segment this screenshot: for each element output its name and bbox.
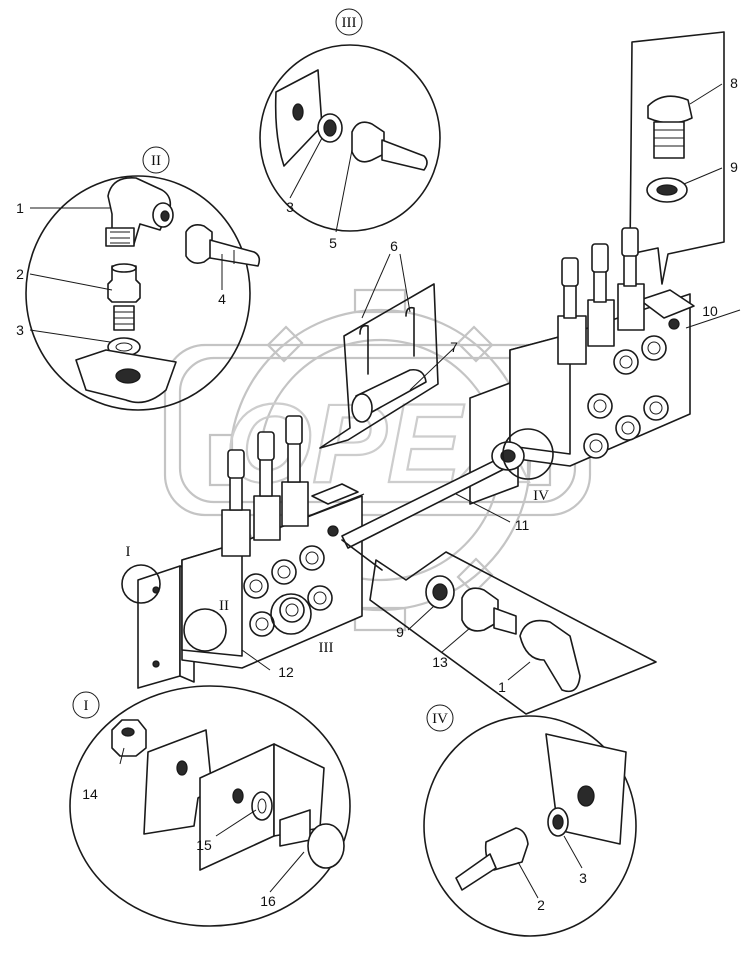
detail-callout-pins [319, 283, 439, 449]
plug-bolt [647, 95, 693, 124]
marker-label-iii: III [319, 640, 334, 656]
control-spools-left [221, 415, 309, 557]
elbow-fitting [519, 619, 581, 693]
marker-ii [183, 608, 227, 652]
callout-3-upper: 3 [16, 322, 24, 338]
view-labels: III II I IV I II III IV [72, 8, 549, 732]
marker-iii [270, 593, 312, 635]
callout-15: 15 [196, 837, 212, 853]
callout-9-upper: 9 [730, 159, 738, 175]
leader-lines [29, 83, 741, 899]
callout-6: 6 [390, 238, 398, 254]
callout-14: 14 [82, 786, 98, 802]
detail-view-i [69, 685, 351, 927]
mounting-bracket [137, 565, 181, 689]
connecting-tube [341, 441, 525, 549]
detail-view-iv [423, 715, 637, 937]
spring-washer [251, 791, 273, 821]
callout-10: 10 [702, 303, 718, 319]
callout-1-upper: 1 [16, 200, 24, 216]
hex-nut [111, 719, 147, 757]
view-label-ii-top: II [151, 153, 161, 169]
part-callouts: 1 2 3 4 3 5 6 7 8 9 10 11 12 9 13 1 14 1… [16, 75, 738, 913]
detail-callout-fittings [341, 539, 657, 715]
callout-5: 5 [329, 235, 337, 251]
callout-8: 8 [730, 75, 738, 91]
marker-label-i: I [126, 544, 131, 560]
union-fitting [107, 265, 141, 303]
detail-view-ii [25, 175, 261, 411]
control-spools-right [557, 227, 645, 365]
callout-3-iii: 3 [286, 199, 294, 215]
detail-callout-plug [629, 31, 725, 285]
callout-7: 7 [450, 339, 458, 355]
callout-4: 4 [218, 291, 226, 307]
callout-2-iv: 2 [537, 897, 545, 913]
view-badge-ii [142, 146, 170, 174]
callout-11: 11 [515, 517, 530, 533]
callout-3-iv: 3 [579, 870, 587, 886]
callout-13: 13 [432, 654, 448, 670]
detail-view-iii [259, 44, 441, 232]
callout-16: 16 [260, 893, 276, 909]
view-badge-iv [426, 704, 454, 732]
callout-1-lower: 1 [498, 679, 506, 695]
callout-12: 12 [278, 664, 294, 680]
view-badge-iii [335, 8, 363, 36]
valve-block-left [137, 415, 365, 689]
marker-i [121, 564, 161, 604]
marker-label-iv: IV [533, 488, 549, 504]
view-badge-i [72, 691, 100, 719]
callout-2-upper: 2 [16, 266, 24, 282]
view-label-i-bottom: I [84, 698, 89, 714]
view-label-iv-bottom: IV [432, 711, 448, 727]
watermark-gear-icon [208, 288, 552, 632]
view-label-iii-top: III [342, 15, 357, 31]
straight-fitting [185, 224, 213, 264]
callout-9-lower: 9 [396, 624, 404, 640]
union-fitting [484, 827, 529, 871]
marker-label-ii: II [219, 598, 229, 614]
bracket-plate [143, 729, 213, 835]
cotter-pin [359, 324, 369, 375]
adapter-fitting [461, 587, 499, 632]
marker-iv [502, 428, 554, 480]
adapter-fitting [351, 121, 385, 163]
